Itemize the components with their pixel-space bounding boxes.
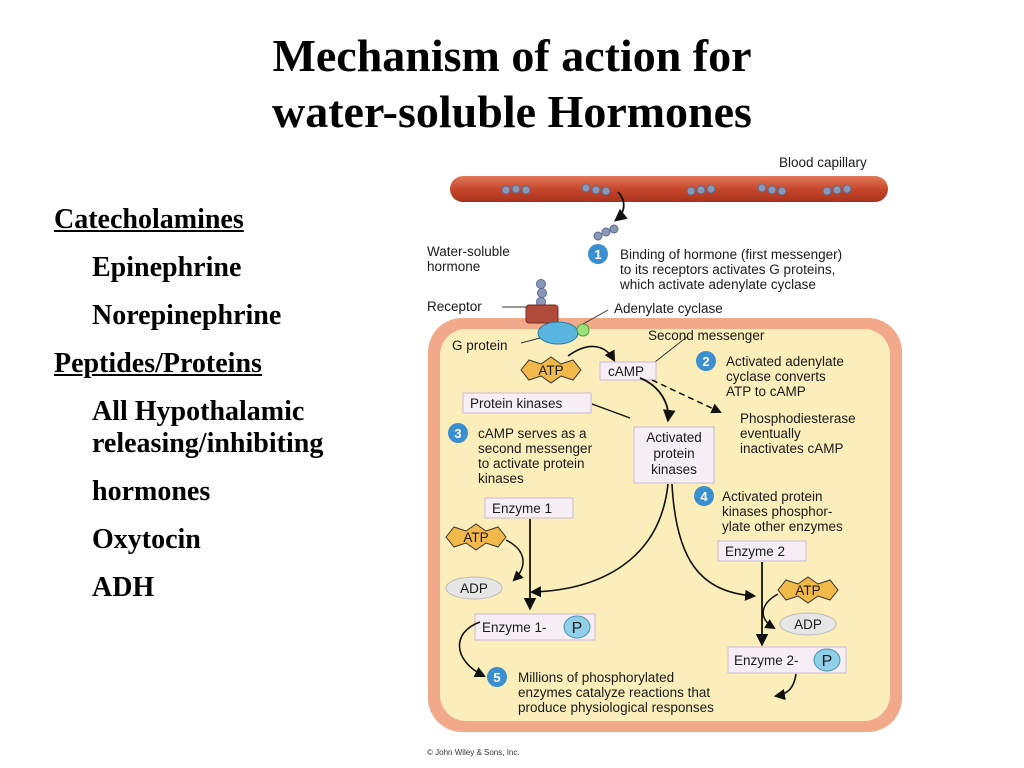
svg-text:Activated: Activated xyxy=(646,430,702,445)
svg-text:Binding of hormone (first mess: Binding of hormone (first messenger) xyxy=(620,247,842,262)
adenylate-cyclase-label: Adenylate cyclase xyxy=(614,301,723,316)
enzyme1p-to-response-arrow xyxy=(458,621,487,678)
g-protein-label: G protein xyxy=(452,338,508,353)
svg-text:Millions of phosphorylated: Millions of phosphorylated xyxy=(518,670,674,685)
svg-text:kinases: kinases xyxy=(478,471,524,486)
receptor-label: Receptor xyxy=(427,299,482,314)
step-4: 4 Activated protein kinases phosphor- yl… xyxy=(694,486,843,534)
atp-badge-3: ATP xyxy=(777,576,839,604)
svg-text:kinases phosphor-: kinases phosphor- xyxy=(722,504,832,519)
atp-to-camp-arrow xyxy=(567,345,616,362)
adp-badge-2 xyxy=(779,612,837,636)
activated-kinases-box xyxy=(633,426,715,484)
bullet-hormones: hormones xyxy=(92,476,211,507)
bullet-heading-catecholamines: Catecholamines xyxy=(54,204,244,235)
second-messenger-label: Second messenger xyxy=(648,328,765,343)
hormone-exit-arrow xyxy=(614,191,628,222)
svg-text:Phosphodiesterase: Phosphodiesterase xyxy=(740,411,856,426)
activated-kinases-label: Activated protein kinases xyxy=(646,430,702,477)
free-hormone-icon xyxy=(593,224,619,241)
receptor-icon xyxy=(525,304,559,324)
step-2: 2 Activated adenylate cyclase converts A… xyxy=(696,351,844,399)
svg-text:ATP to cAMP: ATP to cAMP xyxy=(726,384,806,399)
adp-label-1: ADP xyxy=(460,581,488,596)
svg-text:cAMP serves as a: cAMP serves as a xyxy=(478,426,587,441)
phosphate-icon-1 xyxy=(563,615,591,639)
water-soluble-hormone-label-2: hormone xyxy=(427,259,480,274)
enzyme-1-label: Enzyme 1 xyxy=(492,501,552,516)
camp-box xyxy=(599,361,657,381)
atp3-to-adp-arrow xyxy=(762,593,779,630)
atp-badge-1: ATP xyxy=(520,356,582,384)
enzyme-2-box xyxy=(717,540,807,562)
enzyme2p-to-response-arrow xyxy=(773,673,797,701)
phosphate-label-1: P xyxy=(572,620,583,637)
svg-text:to activate protein: to activate protein xyxy=(478,456,585,471)
phosphate-icon-2 xyxy=(813,648,841,672)
protein-kinases-label: Protein kinases xyxy=(470,396,563,411)
camp-label: cAMP xyxy=(608,364,644,379)
bullet-list: Catecholamines Epinephrine Norepinephrin… xyxy=(54,204,394,620)
kinase-join-line xyxy=(591,403,631,419)
title-line-2: water-soluble Hormones xyxy=(272,86,752,137)
svg-text:protein: protein xyxy=(653,446,694,461)
enzyme-2-label: Enzyme 2 xyxy=(725,544,785,559)
svg-text:2: 2 xyxy=(702,354,709,369)
svg-text:cyclase converts: cyclase converts xyxy=(726,369,826,384)
step-5: 5 Millions of phosphorylated enzymes cat… xyxy=(487,667,714,715)
enzyme-1-box xyxy=(484,497,574,519)
water-soluble-hormone-label-1: Water-soluble xyxy=(427,244,510,259)
atp-badge-2: ATP xyxy=(445,523,507,551)
kinase-to-enzyme2-arrow xyxy=(671,483,757,601)
atp2-to-adp-arrow xyxy=(505,539,524,582)
bullet-adh: ADH xyxy=(92,572,155,603)
svg-text:ATP: ATP xyxy=(795,583,820,598)
bullet-norepinephrine: Norepinephrine xyxy=(92,300,282,331)
svg-text:eventually: eventually xyxy=(740,426,801,441)
svg-text:1: 1 xyxy=(594,247,601,262)
phosphodiesterase-arrow xyxy=(651,379,722,414)
enzyme-2-p-label: Enzyme 2- xyxy=(734,653,799,668)
svg-text:ATP: ATP xyxy=(463,530,488,545)
protein-kinases-box xyxy=(462,392,592,414)
adenylate-cyclase-icon xyxy=(576,323,590,337)
svg-text:3: 3 xyxy=(454,426,461,441)
g-protein-icon xyxy=(537,321,579,345)
blood-capillary-label: Blood capillary xyxy=(779,155,867,170)
step-3: 3 cAMP serves as a second messenger to a… xyxy=(448,423,593,486)
bullet-oxytocin: Oxytocin xyxy=(92,524,201,555)
svg-text:kinases: kinases xyxy=(651,462,697,477)
step-1: 1 Binding of hormone (first messenger) t… xyxy=(588,244,842,292)
copyright-label: © John Wiley & Sons, Inc. xyxy=(427,748,520,757)
svg-text:enzymes catalyze reactions tha: enzymes catalyze reactions that xyxy=(518,685,710,700)
svg-text:second messenger: second messenger xyxy=(478,441,593,456)
svg-text:Activated protein: Activated protein xyxy=(722,489,823,504)
bullet-hypothalamic: All Hypothalamic releasing/inhibiting xyxy=(92,396,324,459)
svg-text:ATP: ATP xyxy=(538,363,563,378)
svg-text:inactivates cAMP: inactivates cAMP xyxy=(740,441,844,456)
slide-title: Mechanism of action for water-soluble Ho… xyxy=(0,28,1024,140)
camp-to-kinase-arrow xyxy=(639,377,676,423)
bound-hormone-icon xyxy=(536,279,547,307)
blood-capillary xyxy=(450,176,888,202)
bullet-heading-peptides: Peptides/Proteins xyxy=(54,348,262,379)
adp-label-2: ADP xyxy=(794,617,822,632)
svg-text:ylate other enzymes: ylate other enzymes xyxy=(722,519,843,534)
enzyme-1-p-label: Enzyme 1- xyxy=(482,620,547,635)
svg-text:Activated adenylate: Activated adenylate xyxy=(726,354,844,369)
phosphodiesterase-label: Phosphodiesterase eventually inactivates… xyxy=(740,411,856,456)
adp-badge-1 xyxy=(445,576,503,600)
phosphate-label-2: P xyxy=(822,653,833,670)
title-line-1: Mechanism of action for xyxy=(272,30,752,81)
svg-text:4: 4 xyxy=(700,489,708,504)
svg-text:produce physiological response: produce physiological responses xyxy=(518,700,714,715)
kinase-to-enzyme1-arrow xyxy=(529,483,669,598)
svg-text:5: 5 xyxy=(493,670,500,685)
svg-text:to its receptors activates G p: to its receptors activates G proteins, xyxy=(620,262,835,277)
bullet-epinephrine: Epinephrine xyxy=(92,252,242,283)
svg-text:which activate adenylate cycla: which activate adenylate cyclase xyxy=(619,277,816,292)
